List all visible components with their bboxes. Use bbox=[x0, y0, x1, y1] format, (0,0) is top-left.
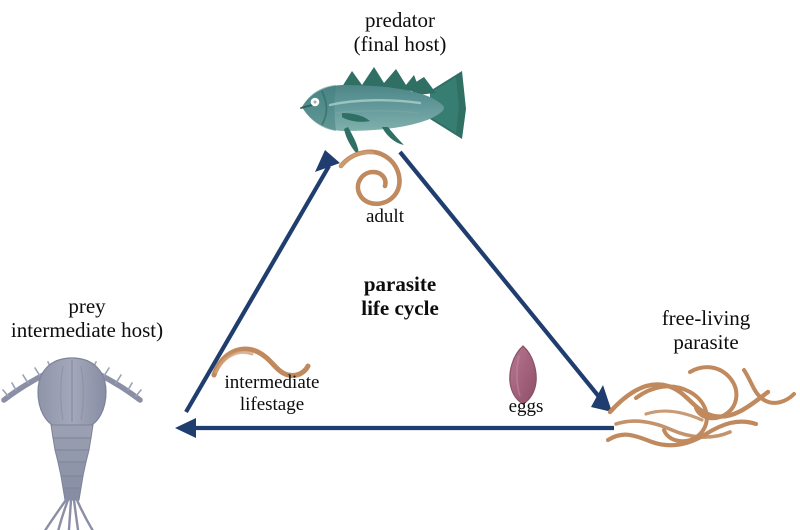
node-label-prey: prey intermediate host) bbox=[0, 294, 182, 342]
worm-tangle-illustration bbox=[605, 365, 796, 448]
intermediate-label-line1: intermediate bbox=[224, 372, 320, 393]
node-label-predator: predator (final host) bbox=[260, 8, 540, 56]
arrow-predator-to-free-living bbox=[398, 150, 612, 412]
stage-label-intermediate: intermediate lifestage bbox=[202, 372, 342, 416]
prey-label-line2: intermediate host) bbox=[10, 318, 164, 343]
adult-label-text: adult bbox=[366, 206, 404, 227]
intermediate-label-line2: lifestage bbox=[239, 393, 305, 415]
predator-label-line2: (final host) bbox=[353, 32, 447, 57]
stage-label-eggs: eggs bbox=[486, 396, 566, 418]
diagram-title-line2: life cycle bbox=[361, 296, 439, 321]
stage-label-adult: adult bbox=[335, 206, 435, 228]
node-label-free-living: free-living parasite bbox=[612, 306, 800, 354]
predator-label-line1: predator bbox=[365, 8, 435, 32]
copepod-illustration bbox=[1, 357, 143, 530]
diagram-title-line1: parasite bbox=[363, 272, 437, 296]
diagram-title: parasite life cycle bbox=[325, 272, 475, 320]
curved-worm-illustration bbox=[211, 346, 311, 378]
fish-illustration bbox=[300, 67, 466, 155]
eggs-label-text: eggs bbox=[508, 396, 544, 417]
free-living-label-line1: free-living bbox=[661, 306, 751, 330]
egg-illustration bbox=[509, 345, 537, 405]
prey-label-line1: prey bbox=[68, 294, 106, 318]
arrow-prey-to-predator bbox=[184, 150, 340, 414]
coiled-worm-illustration bbox=[338, 149, 402, 207]
free-living-label-line2: parasite bbox=[673, 330, 739, 355]
arrow-free-living-to-prey bbox=[175, 418, 614, 438]
